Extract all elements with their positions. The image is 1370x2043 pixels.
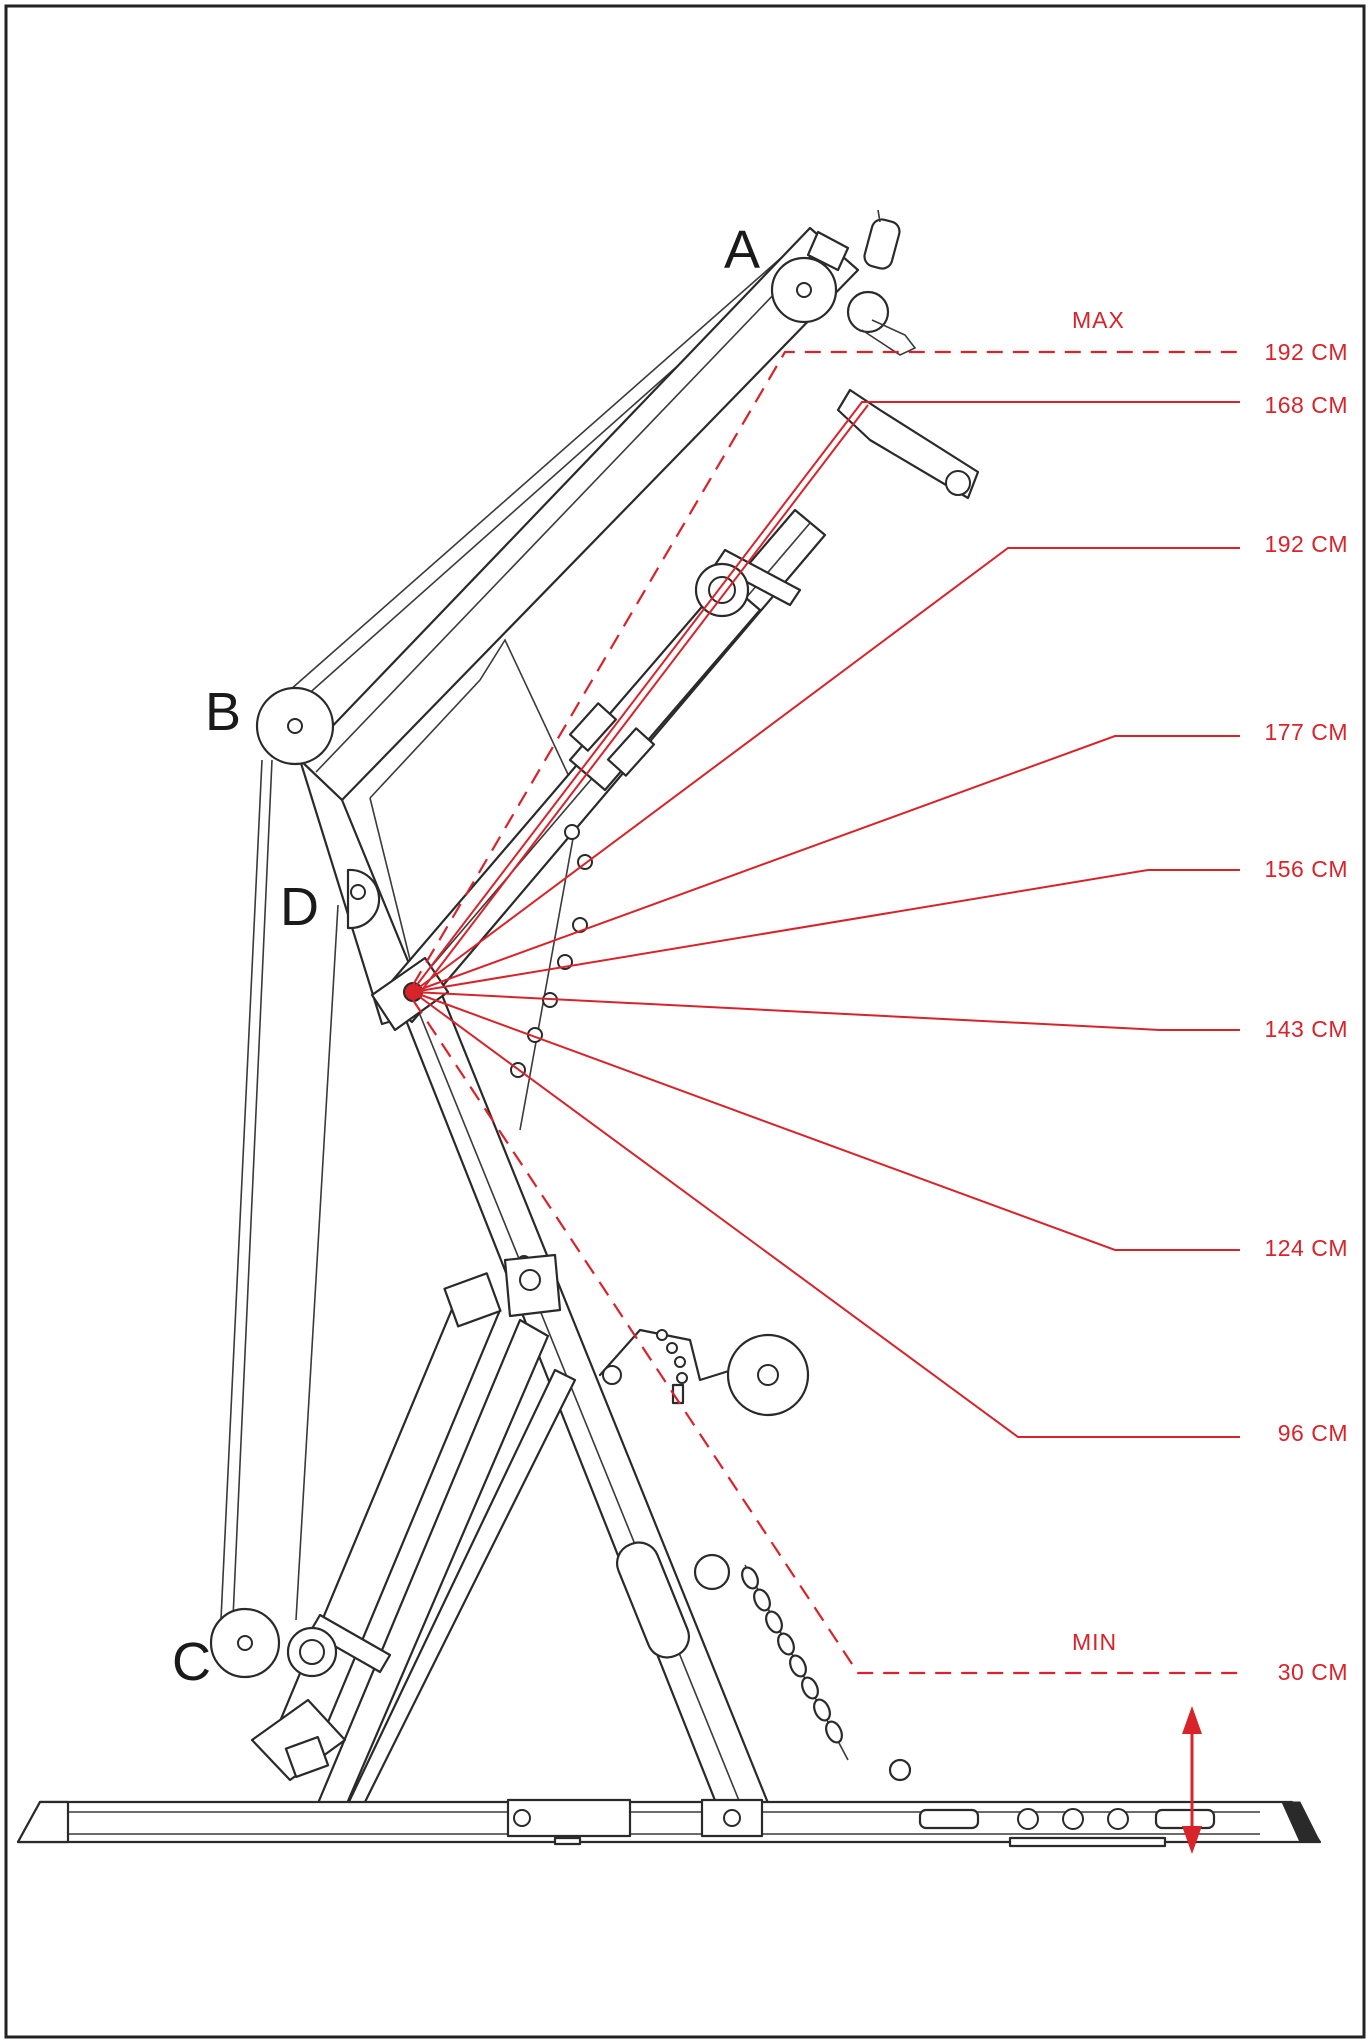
lower-pop-pin-center [299,1639,325,1665]
base-slot [918,1808,980,1830]
measurement-label: 192 CM [1264,531,1348,557]
measurement-label: 156 CM [1264,856,1348,882]
seat-bracket-bolt [602,1365,622,1385]
base-hole [1062,1808,1084,1830]
cable [289,249,791,691]
measurement-lines [412,350,1240,1854]
base-bolt [723,1809,741,1827]
pulley-label-c: C [172,1632,211,1692]
arrow-head-up [1182,1706,1202,1734]
line-168 [412,401,1240,991]
frame-ball [693,1553,731,1591]
leg-pad-arm [598,1328,750,1382]
min-line [412,999,1240,1675]
measurement-label: 124 CM [1264,1235,1348,1261]
lower-sleeve [250,1698,347,1782]
min-label: MIN [1072,1629,1117,1655]
pulley-d [346,868,381,930]
upper-arm-edge [315,241,825,773]
inner-bracing [369,638,581,1131]
base-front-foot [16,1800,70,1844]
main-frame-edge [413,999,743,1809]
pulley-label-b: B [205,682,241,742]
line-156 [412,869,1240,993]
base-foot-pad [553,1836,582,1846]
base-end-cap [1281,1801,1321,1843]
pulley-b [255,686,335,766]
line-177 [412,735,1240,993]
base-hole [1107,1808,1129,1830]
lower-clamp [308,1613,392,1674]
base [16,1798,1322,1848]
max-line [412,350,1240,986]
pulley-c [209,1607,281,1679]
leg-plate [443,1272,502,1328]
leg-pad-adjust-holes [656,1329,668,1341]
line-143 [412,991,1240,1031]
chain [741,1564,912,1782]
measurement-label: 192 CM [1264,339,1348,365]
spring-coil [284,1735,330,1779]
limit-labels: MAX MIN [1072,307,1125,1655]
measurement-label: 143 CM [1264,1016,1348,1042]
measurement-labels: 192 CM 168 CM 192 CM 177 CM 156 CM 143 C… [1264,339,1348,1685]
pop-pin-center [708,576,736,604]
sleeve-pin-plate [713,548,802,607]
cable [295,904,339,1621]
pulley-label-d: D [280,877,319,937]
max-label: MAX [1072,307,1125,333]
pulley-label-a: A [724,220,760,280]
base-foot-pad [1008,1836,1167,1848]
line-96 [412,991,1240,1438]
frame-slot [615,1541,691,1659]
pulley-labels: A B D C [172,220,760,1692]
measurement-label: 168 CM [1264,392,1348,418]
cable [219,759,263,1641]
pulley-a [770,209,917,356]
handle-hole [945,470,971,496]
arrow-head-down [1182,1826,1202,1854]
base-slot [1154,1808,1216,1830]
machine-drawing [16,209,1322,1848]
line-192 [412,547,1240,993]
cable [231,759,273,1641]
line-168-inner [421,404,869,991]
base-hole [1017,1808,1039,1830]
measurement-label: 96 CM [1278,1420,1348,1446]
leg-pad-disk-center [757,1364,779,1386]
line-124 [412,991,1240,1251]
measurement-label: 30 CM [1278,1659,1348,1685]
measurement-label: 177 CM [1264,719,1348,745]
arm-clamp [606,727,656,777]
arm-handle [836,388,980,500]
arm-sleeve [568,578,762,792]
border-frame [4,4,1366,2039]
base-bolt [513,1809,531,1827]
bracket-bolt [519,1269,541,1291]
arm-clamp [568,702,618,752]
